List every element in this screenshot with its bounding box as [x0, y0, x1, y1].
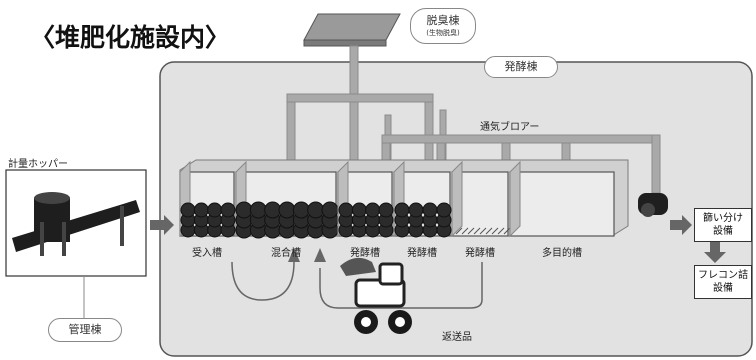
page-title: 〈堆肥化施設内〉 — [30, 23, 231, 52]
building-label: 発酵棟 — [484, 56, 558, 78]
deodorizer-title: 脱臭棟 — [426, 14, 460, 27]
flow-arrow-hopper — [150, 215, 174, 235]
tank-label-3: 発酵槽 — [350, 248, 380, 259]
deodorizer-subtitle: (生物脱臭) — [426, 29, 460, 37]
tank-label-5: 発酵槽 — [465, 248, 495, 259]
wheel-loader-icon — [340, 257, 412, 334]
flow-arrow-blower — [670, 215, 692, 235]
tank-4 — [393, 160, 452, 238]
tank-label-4: 発酵槽 — [407, 248, 437, 259]
deodorizer-unit — [303, 13, 401, 47]
hopper-icon — [5, 169, 147, 277]
tank-label-6: 多目的槽 — [542, 248, 582, 259]
tank-label-2: 混合槽 — [271, 248, 301, 259]
flecon-box: フレコン詰 設備 — [694, 265, 752, 299]
sieving-line1: 篩い分け — [703, 213, 743, 224]
tank-5 — [451, 160, 511, 238]
blower-label: 通気ブロアー — [480, 122, 540, 133]
sieving-box: 篩い分け 設備 — [694, 208, 752, 242]
tank-3 — [337, 160, 394, 238]
blower-icon — [638, 193, 668, 217]
tank-row — [179, 159, 629, 239]
flecon-line1: フレコン詰 — [698, 270, 748, 281]
flow-arrow-down — [704, 242, 726, 263]
tank-2 — [235, 160, 339, 239]
tank-1 — [179, 160, 236, 238]
tank-label-1: 受入槽 — [192, 248, 222, 259]
return-label: 返送品 — [442, 332, 472, 343]
tank-6 — [509, 160, 615, 238]
sieving-line2: 設備 — [713, 226, 733, 237]
return-arrow-up-2 — [314, 248, 326, 262]
return-path — [231, 261, 483, 309]
flecon-line2: 設備 — [713, 283, 733, 294]
office-label: 管理棟 — [48, 318, 122, 342]
hopper-label: 計量ホッパー — [8, 159, 68, 170]
return-arrow-up-1 — [288, 248, 300, 262]
deodorizer-label: 脱臭棟 (生物脱臭) — [410, 8, 476, 44]
